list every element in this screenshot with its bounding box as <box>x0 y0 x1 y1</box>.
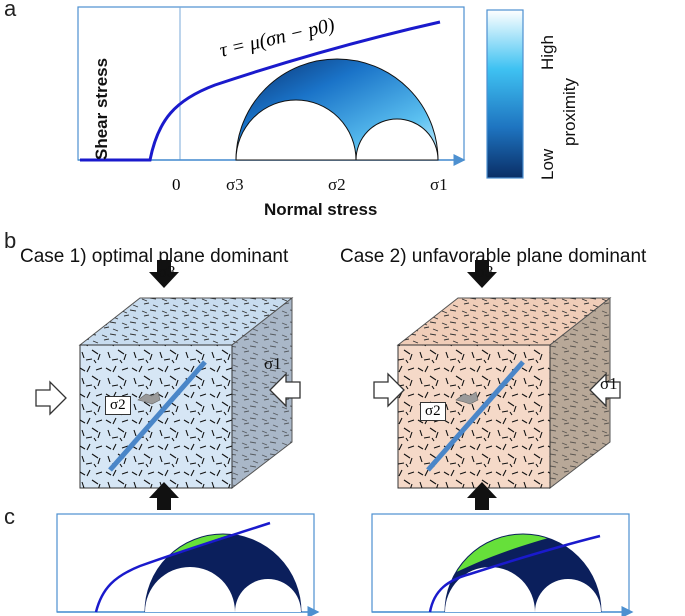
x-zero-label: 0 <box>172 175 181 194</box>
case2-sigma2-arrow <box>455 391 479 405</box>
case2-sigma3-label: σ3 <box>476 262 494 281</box>
failure-envelope <box>80 20 441 162</box>
case2-fault-plane <box>426 360 525 472</box>
case1-left-arrow <box>35 380 67 416</box>
mohr-circle-s2-s1 <box>355 118 439 161</box>
case1-bottom-arrow <box>149 482 179 510</box>
y-axis-label: Shear stress <box>92 57 111 160</box>
case1-fault-plane <box>108 360 207 472</box>
proximity-colorbar <box>486 9 524 179</box>
case2-left-arrow <box>373 372 405 408</box>
case1-sigma3-arrow <box>149 260 179 288</box>
panel-label-b: b <box>4 228 17 253</box>
case2-small-circle-1 <box>445 567 535 612</box>
case1-small-circle-2 <box>235 579 301 612</box>
case1-sigma2-arrow <box>137 391 161 405</box>
panel-label-c: c <box>4 504 15 529</box>
case2-cube <box>396 296 612 490</box>
case2-sigma2-label: σ2 <box>420 402 446 421</box>
case1-sigma2-label: σ2 <box>105 396 131 415</box>
x-tick-sigma2: σ2 <box>328 175 346 194</box>
case2-title: Case 2) unfavorable plane dominant <box>340 246 647 267</box>
x-tick-sigma1: σ1 <box>430 175 448 194</box>
colorbar-low-label: Low <box>538 148 557 180</box>
colorbar-title: proximity <box>560 77 579 146</box>
colorbar-high-label: High <box>538 35 557 70</box>
cube-diagrams <box>35 260 621 510</box>
case1-right-arrow <box>269 372 301 408</box>
case2-right-arrow <box>589 372 621 408</box>
x-tick-sigma3: σ3 <box>226 175 244 194</box>
mohr-diagrams-c <box>56 513 634 616</box>
case1-small-circle-1 <box>145 567 235 612</box>
case2-sigma1-label: σ1 <box>600 374 618 393</box>
case2-sigma3-arrow <box>467 260 497 288</box>
case1-cube <box>78 296 294 490</box>
case1-sigma3-label: σ3 <box>158 262 176 281</box>
panel-label-a: a <box>4 0 17 21</box>
case2-bottom-arrow <box>467 482 497 510</box>
case2-small-circle-2 <box>535 579 601 612</box>
case2-envelope <box>428 534 601 613</box>
mohr-circle-s3-s2 <box>235 99 357 161</box>
case1-sigma1-label: σ1 <box>264 354 282 373</box>
case1-title: Case 1) optimal plane dominant <box>20 246 289 267</box>
mohr-diagram-a <box>77 6 524 179</box>
case1-envelope <box>94 521 271 613</box>
case2-overlap-region <box>445 534 601 580</box>
x-axis-label: Normal stress <box>264 200 378 219</box>
